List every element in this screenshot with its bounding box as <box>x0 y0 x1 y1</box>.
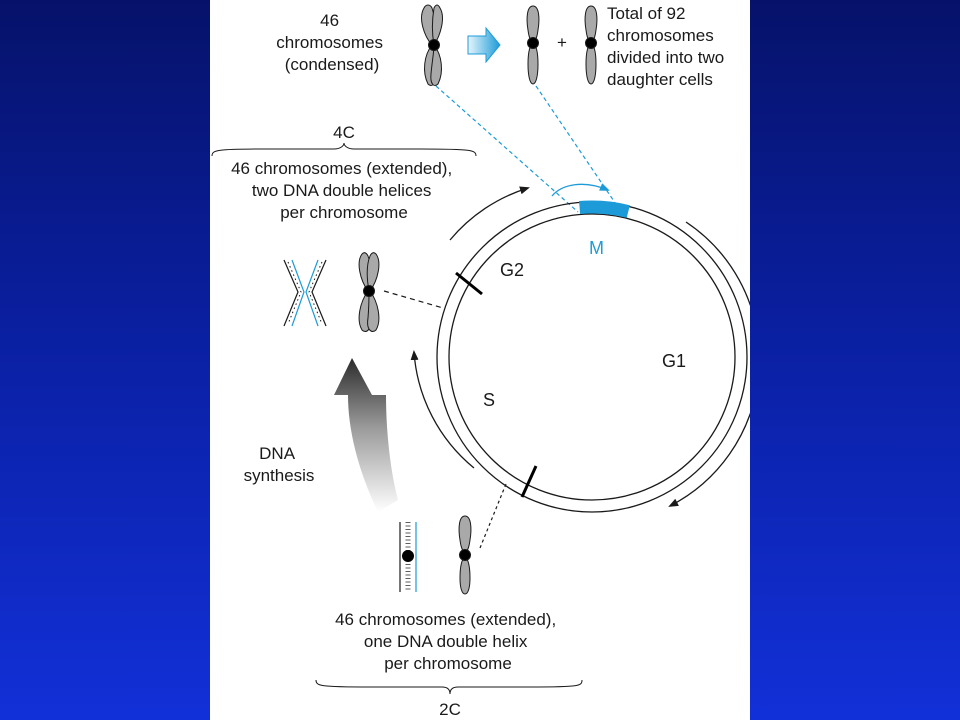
condensed-chromosome <box>421 4 443 87</box>
g2-arc-arrow <box>449 186 530 241</box>
condensed-label: 46 chromosomes (condensed) <box>276 11 388 74</box>
m-phase-band <box>579 200 630 218</box>
phase-progress-arrows <box>410 186 750 507</box>
two-c-description: 46 chromosomes (extended), one DNA doubl… <box>335 610 561 673</box>
m-entry-arrow <box>551 183 610 197</box>
daughter-chromatid-2 <box>584 5 598 85</box>
double-helix-pair-graphic <box>283 259 327 327</box>
plus-sign: + <box>557 33 567 52</box>
s-boundary-tick <box>520 465 538 498</box>
division-arrow-icon <box>467 26 501 64</box>
phase-m-label: M <box>589 238 604 258</box>
phase-g1-label: G1 <box>662 351 686 371</box>
two-c-label: 2C <box>439 700 461 719</box>
daughter-cells-label: Total of 92 chromosomes divided into two… <box>607 4 729 89</box>
mitosis-connector-lines <box>435 85 625 217</box>
daughter-chromatid-1 <box>526 5 540 85</box>
diagram-panel: 46 chromosomes (condensed) + Total of 92… <box>210 0 750 720</box>
four-c-label: 4C <box>333 123 355 142</box>
phase-g2-label: G2 <box>500 260 524 280</box>
g1-arc-arrow <box>668 221 750 507</box>
single-helix-graphic <box>399 522 417 592</box>
unreplicated-chromosome <box>458 515 472 595</box>
phase-s-label: S <box>483 390 495 410</box>
two-c-brace <box>315 679 583 695</box>
s-connector-line <box>479 483 507 549</box>
g2-connector-line <box>383 290 444 309</box>
g2-boundary-tick <box>455 271 483 296</box>
four-c-brace <box>211 142 477 157</box>
replicated-chromosome <box>358 252 380 332</box>
s-arc-arrow <box>410 350 475 469</box>
dna-synthesis-label: DNA synthesis <box>244 444 315 485</box>
cell-cycle-diagram: 46 chromosomes (condensed) + Total of 92… <box>211 4 750 719</box>
dna-synthesis-arrow <box>334 358 398 512</box>
four-c-description: 46 chromosomes (extended), two DNA doubl… <box>231 159 457 222</box>
